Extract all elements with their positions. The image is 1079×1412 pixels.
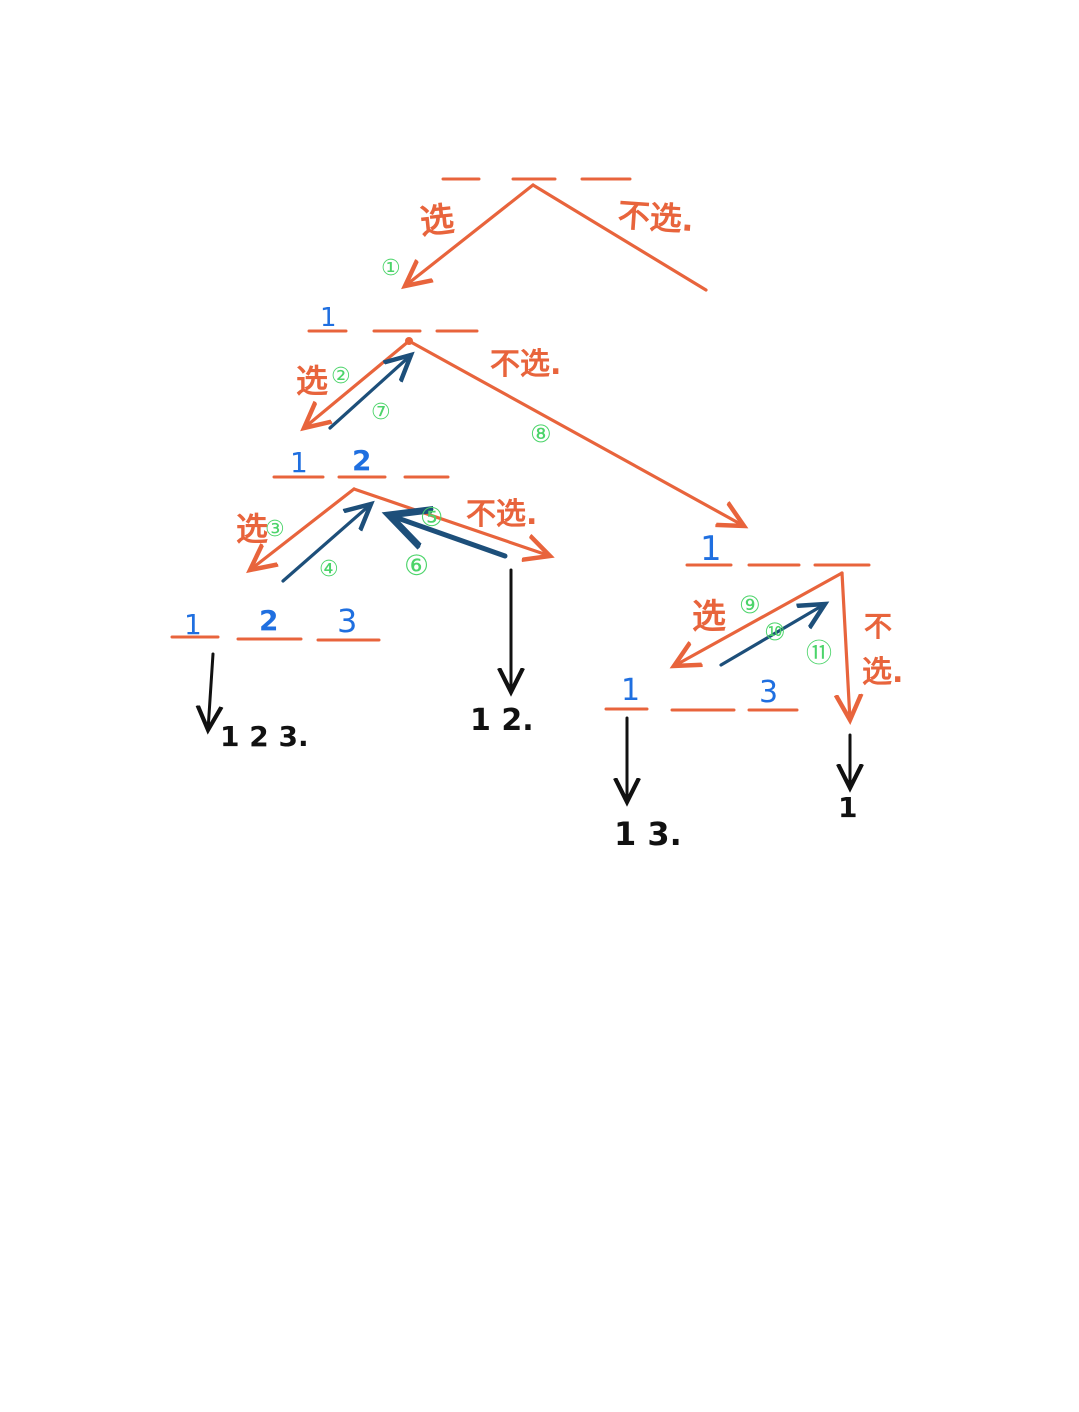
- step-10-circle: ⑩: [764, 618, 786, 646]
- result-123: 1 2 3.: [220, 720, 309, 753]
- leaf-123-value-1: 1: [184, 608, 202, 641]
- backtrack-edge-7: [328, 355, 411, 430]
- level1-choose-label: 选: [296, 362, 328, 400]
- level2-left-choose-label: 选: [236, 510, 268, 548]
- step-2-circle: ②: [331, 364, 351, 389]
- leaf-123-value-2: 2: [259, 604, 278, 637]
- result-13: 1 3.: [614, 815, 682, 853]
- level2-left-choose-edge: [250, 487, 356, 570]
- root-choose-edge: [405, 183, 535, 286]
- root-skip-edge: [531, 183, 708, 292]
- leaf-13-value-1: 1: [621, 673, 640, 708]
- level1-value-1: 1: [320, 303, 337, 333]
- level2-left-skip-label: 不选.: [466, 497, 537, 532]
- root-choose-label: 选: [418, 199, 456, 242]
- leaf-13-value-3: 3: [759, 675, 778, 710]
- level2-left-value-1: 1: [290, 446, 308, 479]
- step-3-circle: ③: [265, 517, 285, 542]
- level2-right-skip-label-bottom: 选.: [862, 655, 903, 690]
- level1-skip-label: 不选.: [490, 347, 561, 382]
- level2-left-skip-edge: [352, 487, 550, 556]
- level2-right-choose-label: 选: [692, 597, 726, 637]
- level1-skip-edge: [407, 339, 744, 526]
- step-7-circle: ⑦: [371, 400, 391, 425]
- result-12: 1 2.: [470, 703, 534, 738]
- step-9-circle: ⑨: [739, 591, 761, 619]
- root-skip-label: 不选.: [617, 196, 696, 239]
- leaf-123-value-3: 3: [337, 602, 357, 640]
- backtrack-edge-4: [281, 504, 371, 583]
- level2-left-value-2: 2: [352, 444, 371, 477]
- step-5-circle: ⑤: [420, 503, 443, 533]
- level2-right-value-1: 1: [700, 529, 722, 569]
- step-11-circle: ⑪: [806, 639, 832, 669]
- step-1-circle: ①: [381, 256, 401, 281]
- level2-right-skip-edge: [842, 571, 850, 720]
- result-arrow-123: [208, 652, 213, 730]
- backtrack-edge-10: [719, 604, 825, 667]
- result-1: 1: [838, 791, 857, 824]
- step-8-circle: ⑧: [530, 420, 552, 448]
- step-6-circle: ⑥: [404, 549, 429, 582]
- leaf-123-node: [170, 635, 381, 642]
- backtrack-edge-6: [389, 515, 508, 559]
- level2-right-choose-edge: [674, 571, 844, 666]
- step-4-circle: ④: [319, 557, 339, 582]
- level2-right-skip-label-top: 不: [864, 610, 892, 643]
- leaf-13-node: [604, 707, 799, 712]
